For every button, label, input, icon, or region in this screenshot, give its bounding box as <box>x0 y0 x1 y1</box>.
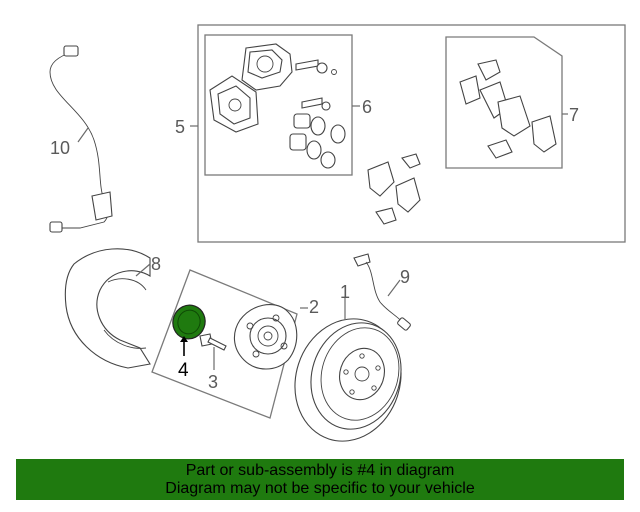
pad-kit-drawing <box>459 59 557 159</box>
footer-line-1: Part or sub-assembly is #4 in diagram <box>185 461 455 479</box>
callout-7: 7 <box>569 105 579 125</box>
leader-9 <box>387 279 401 297</box>
leader-8 <box>135 263 151 277</box>
wheel-speed-sensor-drawing <box>49 45 113 233</box>
leader-4-arrowhead <box>180 336 188 342</box>
callout-5: 5 <box>175 117 185 137</box>
wheel-hub-drawing <box>233 304 298 370</box>
hub-assembly-box <box>151 269 298 419</box>
loose-pad-set <box>367 153 421 225</box>
callout-2: 2 <box>309 297 319 317</box>
caliper-assembly-box <box>197 24 626 243</box>
parts-diagram: 1 2 3 4 5 6 7 8 9 10 <box>49 24 626 442</box>
footer-line-2: Diagram may not be specific to your vehi… <box>165 479 475 497</box>
callout-1: 1 <box>340 282 350 302</box>
hub-bolt-drawing <box>199 333 227 351</box>
callout-6: 6 <box>362 97 372 117</box>
pad-kit-box <box>445 36 563 169</box>
caliper-drawing <box>209 43 346 169</box>
brake-hose-drawing <box>353 253 411 331</box>
caliper-box <box>204 34 353 176</box>
leader-10 <box>77 127 89 143</box>
callout-9: 9 <box>400 267 410 287</box>
callout-10: 10 <box>50 138 70 158</box>
brake-rotor-drawing <box>294 318 402 442</box>
callout-8: 8 <box>151 254 161 274</box>
callout-3: 3 <box>208 372 218 392</box>
bearing-seal-highlight <box>172 304 206 340</box>
callout-4: 4 <box>178 360 189 381</box>
footer-banner: Part or sub-assembly is #4 in diagram Di… <box>16 459 624 500</box>
dust-shield-drawing <box>64 248 151 369</box>
